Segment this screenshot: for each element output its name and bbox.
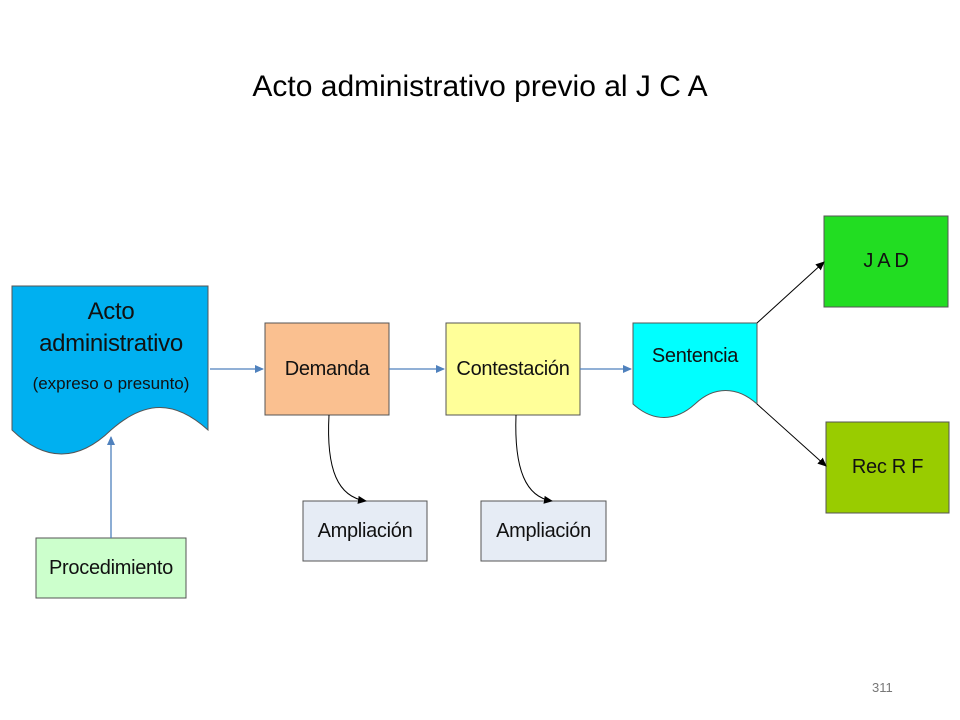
slide-title: Acto administrativo previo al J C A	[252, 70, 708, 103]
demanda-label: Demanda	[284, 357, 370, 380]
sentencia-node	[632, 322, 758, 418]
arrow-sentencia-to-jad	[756, 261, 825, 324]
demanda-node	[264, 322, 390, 416]
procedimiento-node	[35, 537, 187, 599]
acto-administrativo-title: Acto administrativo	[39, 298, 183, 357]
jad-label: J A D	[863, 250, 909, 272]
arrow-contestacion-to-ampliacion	[515, 414, 553, 504]
arrow-demanda-to-ampliacion	[328, 414, 367, 504]
sentencia-label: Sentencia	[651, 344, 739, 367]
contestacion-label: Contestación	[456, 357, 570, 380]
recrf-node	[825, 421, 950, 514]
acto-administrativo-node	[11, 285, 209, 455]
ampliacion-label-2: Ampliación	[496, 519, 591, 542]
acto-administrativo-subtitle: (expreso o presunto)	[32, 374, 190, 393]
page-number: 311	[872, 680, 893, 695]
procedimiento-label: Procedimiento	[49, 556, 173, 579]
recrf-label: Rec R F	[851, 456, 924, 478]
arrow-sentencia-to-recrf	[756, 403, 827, 467]
ampliacion-label-1: Ampliación	[317, 519, 413, 542]
jad-node	[823, 215, 949, 308]
ampliacion-node-1	[302, 500, 428, 562]
ampliacion-node-2	[480, 500, 607, 562]
